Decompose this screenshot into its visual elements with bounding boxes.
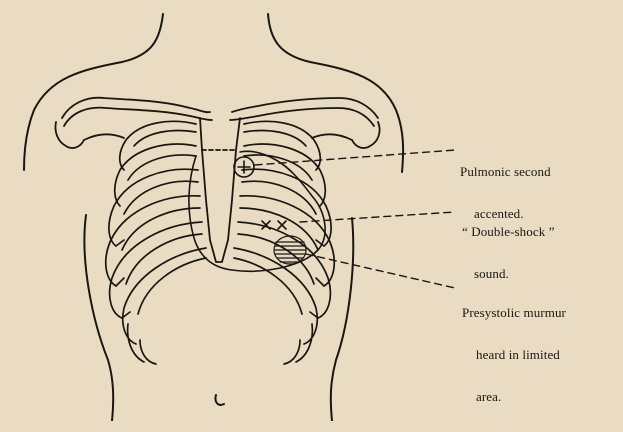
torso-outline xyxy=(24,14,403,421)
label-pulmonic-line1: Pulmonic second xyxy=(460,165,551,179)
clavicles xyxy=(55,98,379,148)
sternum xyxy=(200,118,240,262)
label-presystolic-line1: Presystolic murmur xyxy=(462,306,566,320)
diagram-page: Pulmonic second accented. “ Double-shock… xyxy=(0,0,623,421)
label-presystolic-murmur: Presystolic murmur heard in limited area… xyxy=(462,278,566,432)
double-shock-x-marks xyxy=(262,221,286,229)
leader-pulmonic xyxy=(255,150,455,165)
label-double-shock-line1: “ Double-shock ” xyxy=(462,225,555,239)
presystolic-murmur-hatching xyxy=(274,236,306,264)
ribcage-left xyxy=(106,121,206,364)
label-presystolic-line3: area. xyxy=(462,390,566,404)
label-presystolic-line2: heard in limited xyxy=(462,348,566,362)
pulmonic-area-marker xyxy=(234,157,254,177)
